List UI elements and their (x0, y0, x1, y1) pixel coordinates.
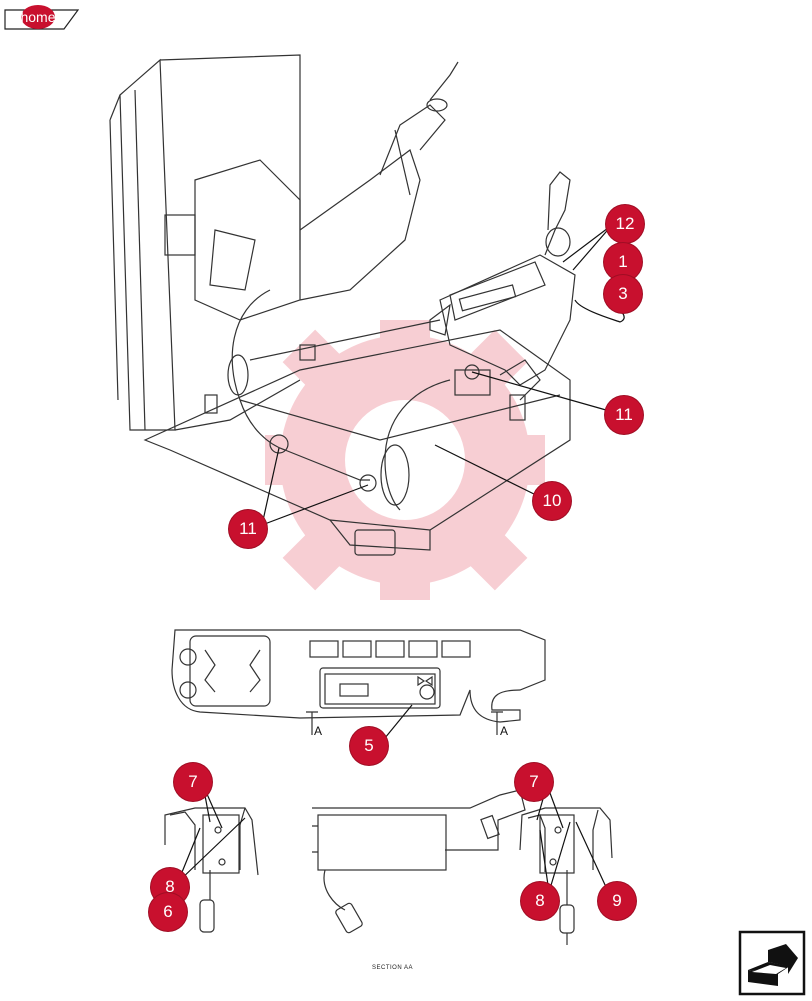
callout-11-right[interactable]: 11 (605, 396, 643, 434)
section-label-right: A (500, 724, 509, 738)
leader-8-right (539, 821, 571, 893)
home-tab-shape (4, 5, 80, 30)
section-caption: SECTION AA (372, 965, 414, 971)
callout-10[interactable]: 10 (533, 482, 571, 520)
home-button[interactable]: home (4, 4, 80, 30)
callout-12[interactable]: 12 (606, 205, 644, 243)
callout-6[interactable]: 6 (149, 893, 187, 931)
next-page-arrow-icon (738, 930, 806, 996)
leader-11-right (471, 371, 607, 411)
leader-10 (434, 444, 541, 498)
next-page-button[interactable] (738, 930, 806, 996)
callout-3[interactable]: 3 (604, 275, 642, 313)
home-label: home (20, 9, 56, 25)
callout-7-right[interactable]: 7 (515, 763, 553, 801)
callout-11-left[interactable]: 11 (229, 510, 267, 548)
callout-7-left[interactable]: 7 (174, 763, 212, 801)
leader-12 (562, 224, 613, 271)
callout-8-right[interactable]: 8 (521, 882, 559, 920)
callout-9[interactable]: 9 (598, 882, 636, 920)
watermark-gear-icon (265, 320, 545, 600)
section-label-left: A (314, 724, 323, 738)
callout-5[interactable]: 5 (350, 727, 388, 765)
leader-11-left (261, 447, 369, 526)
callout-1[interactable]: 1 (604, 243, 642, 281)
